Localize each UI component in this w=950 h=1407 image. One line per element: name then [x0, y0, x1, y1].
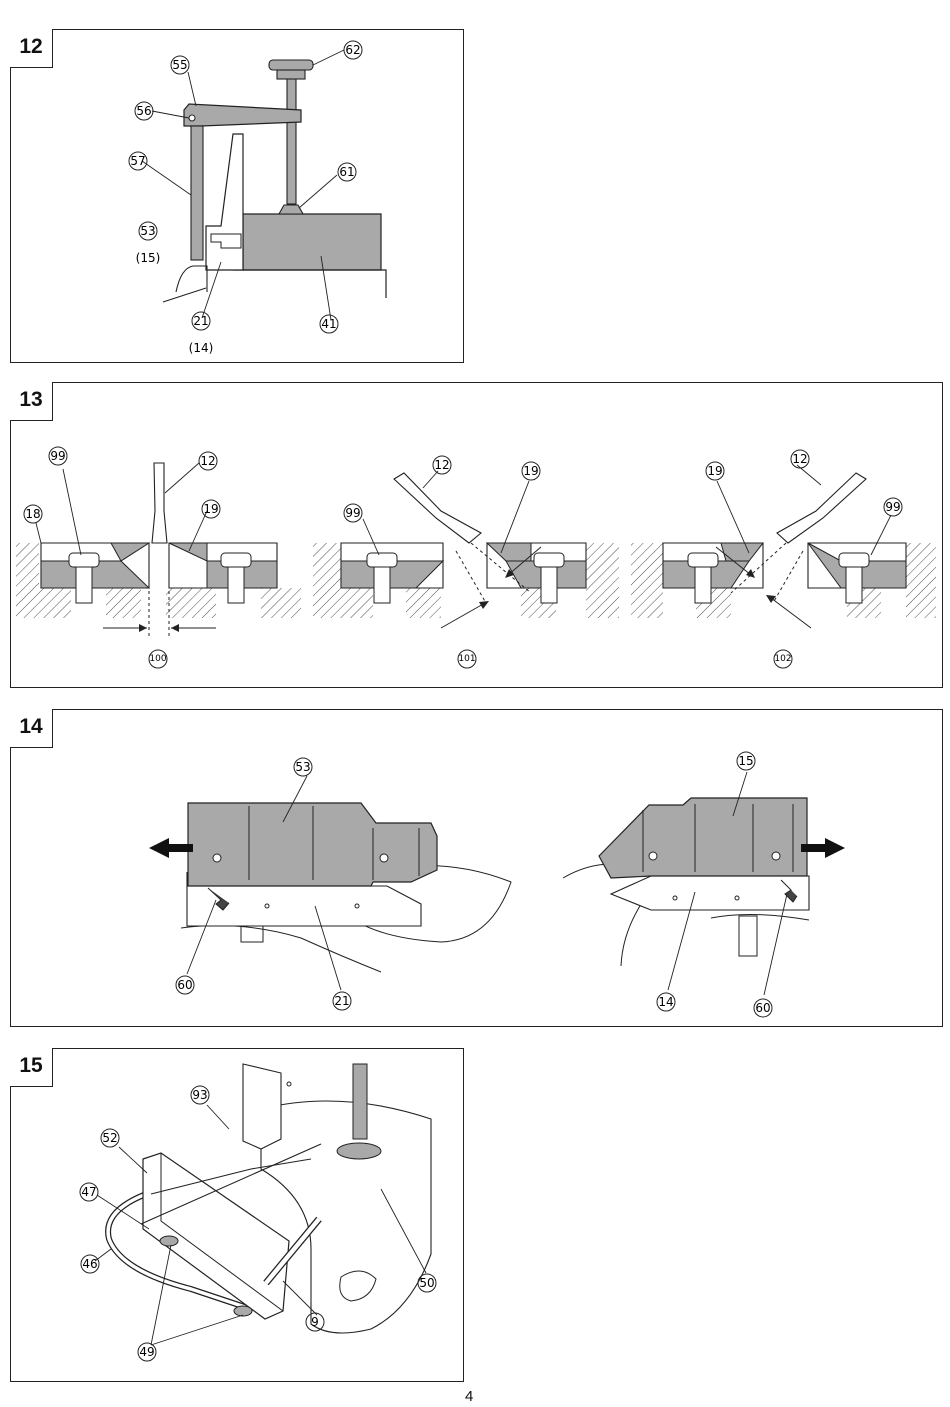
callout-19: 19	[523, 464, 538, 478]
arrow-left	[149, 838, 193, 858]
knob-62	[268, 59, 314, 71]
callout-100: 100	[149, 654, 166, 664]
callout-18: 18	[25, 507, 40, 521]
callout-55: 55	[172, 58, 187, 72]
callout-19: 19	[203, 502, 218, 516]
clamp-screw	[286, 77, 297, 205]
foot	[159, 1235, 179, 1247]
blade-straight	[151, 462, 168, 544]
callout-61: 61	[339, 165, 354, 179]
callout-12: 12	[434, 458, 449, 472]
section-tilt-right	[631, 472, 936, 629]
figure-number: 13	[10, 382, 53, 421]
callout-47: 47	[81, 1185, 96, 1199]
callout-99: 99	[885, 500, 900, 514]
blade-tilt-left	[393, 472, 482, 544]
guard-15	[598, 797, 808, 879]
figure-14: 14	[10, 709, 943, 1027]
callout-12: 12	[200, 454, 215, 468]
figure-14-drawing: 53 60 21 15 14 60	[149, 751, 845, 1018]
machine-base	[260, 1100, 432, 1334]
guide-fence	[205, 133, 244, 271]
guard-assembly-right	[562, 797, 845, 967]
section-tilt-left	[313, 472, 619, 629]
figure-number: 14	[10, 709, 53, 748]
figure-12: 12	[10, 29, 464, 363]
table-block	[242, 213, 382, 271]
callout-14-parenthetical: (14)	[189, 341, 214, 355]
callout-14: 14	[658, 995, 673, 1009]
table-base	[233, 269, 387, 298]
callout-50: 50	[419, 1276, 434, 1290]
callout-52: 52	[102, 1131, 117, 1145]
clamp-post	[190, 125, 204, 261]
callout-21: 21	[193, 314, 208, 328]
section-straight	[16, 462, 301, 638]
callout-15: 15	[738, 754, 753, 768]
callout-93: 93	[192, 1088, 207, 1102]
guard-assembly-left	[149, 802, 512, 973]
clamp-pad	[278, 204, 304, 215]
arrow-right	[801, 838, 845, 858]
page-number: 4	[465, 1388, 474, 1405]
blade-tilt-right	[776, 472, 867, 544]
callout-12: 12	[792, 452, 807, 466]
figure-12-drawing: 55 56 57 53 (15) 62 61 21 (14) 41	[128, 40, 387, 355]
figure-15: 15	[10, 1048, 464, 1382]
figure-13-drawing: 99 12 18 19 100 12 19 99 101 19 12 99 10…	[16, 446, 936, 669]
callout-19: 19	[707, 464, 722, 478]
callout-62: 62	[345, 43, 360, 57]
callout-15-parenthetical: (15)	[136, 251, 161, 265]
figure-13: 13	[10, 382, 943, 688]
callout-46: 46	[82, 1257, 97, 1271]
callout-57: 57	[130, 154, 145, 168]
clamp-arm	[183, 103, 302, 127]
callout-56: 56	[136, 104, 151, 118]
callout-101: 101	[458, 654, 475, 664]
callout-53: 53	[140, 224, 155, 238]
callout-99: 99	[50, 449, 65, 463]
callout-102: 102	[774, 654, 791, 664]
figure-number: 12	[10, 29, 53, 68]
figure-number: 15	[10, 1048, 53, 1087]
callout-99: 99	[345, 506, 360, 520]
callout-21: 21	[334, 994, 349, 1008]
foot	[233, 1305, 253, 1317]
callout-49: 49	[139, 1345, 154, 1359]
callout-41: 41	[321, 317, 336, 331]
callout-60: 60	[177, 978, 192, 992]
callout-60: 60	[755, 1001, 770, 1015]
callout-9: 9	[311, 1315, 319, 1329]
figure-15-drawing: 93 52 47 46 9 49 50	[79, 1063, 437, 1362]
callout-53: 53	[295, 760, 310, 774]
